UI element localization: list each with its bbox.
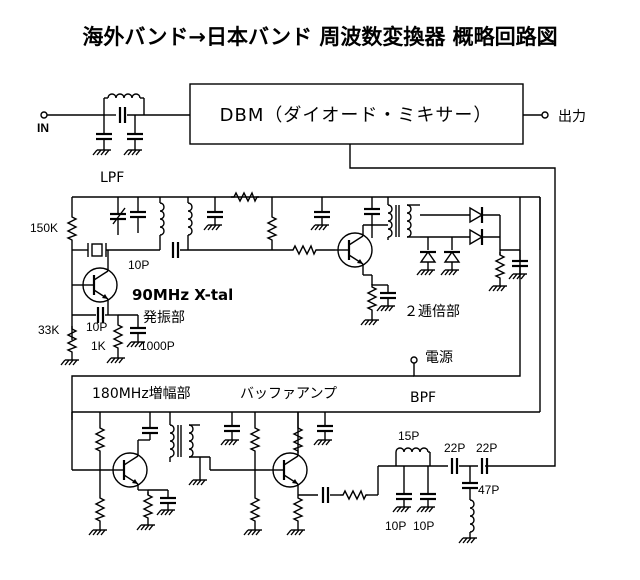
buffer-amp-label: バッファアンプ [240, 386, 337, 402]
amplifier-section: 180MHz増幅部 バッファアンプ BPF [71, 197, 541, 536]
amp180-label: 180MHz増幅部 [92, 386, 191, 402]
bpf-label: BPF [410, 390, 436, 406]
c15p-label: 15P [398, 429, 419, 443]
r33k-label: 33K [38, 323, 59, 337]
c22p-label-b: 22P [476, 441, 497, 455]
dbm-label: DBM（ダイオード・ミキサー） [220, 105, 493, 126]
doubler-section: ２逓倍部 [333, 197, 530, 326]
output-label: 出力 [558, 109, 586, 125]
c10p-label-d: 10P [413, 519, 434, 533]
diagram-title: 海外バンド→日本バンド 周波数変換器 概略回路図 [82, 25, 557, 49]
oscillator-label: 発振部 [143, 310, 185, 326]
input-label: IN [37, 121, 49, 135]
input-lpf-section: IN LPF [37, 93, 190, 186]
r150k-label: 150K [30, 221, 58, 235]
doubler-label: ２逓倍部 [404, 304, 460, 320]
c1000p-label: 1000P [140, 339, 175, 353]
r1k-label: 1K [91, 339, 106, 353]
lpf-label: LPF [100, 170, 124, 186]
c47p-label: 47P [478, 483, 499, 497]
power-label: 電源 [425, 350, 453, 366]
power-section: 電源 [71, 197, 521, 420]
c22p-label-a: 22P [444, 441, 465, 455]
bpf-section: 15P 10P 10P 22P 22P 47P [377, 429, 499, 544]
xtal-label: 90MHz X-tal [132, 286, 233, 304]
oscillator-section: 150K 10P [30, 192, 541, 366]
dbm-block: DBM（ダイオード・ミキサー） 出力 [189, 83, 586, 467]
c10p-label-c: 10P [385, 519, 406, 533]
c10p-label-a: 10P [128, 258, 149, 272]
c10p-label-b: 10P [86, 320, 107, 334]
